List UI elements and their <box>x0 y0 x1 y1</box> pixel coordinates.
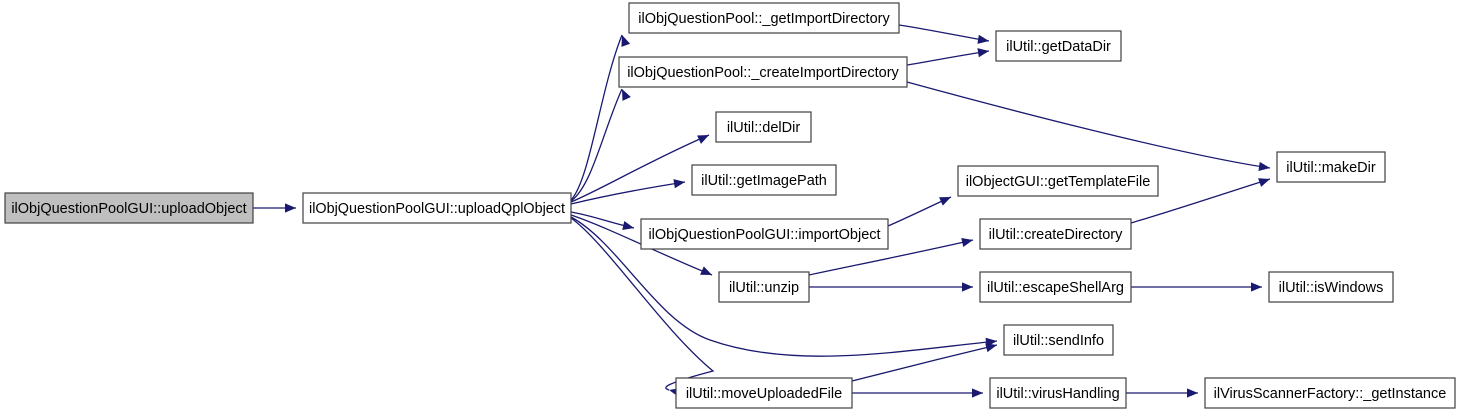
node-box[interactable] <box>1268 271 1394 303</box>
node-box[interactable] <box>640 218 889 250</box>
node-box[interactable] <box>675 377 853 409</box>
edge-arrowhead <box>1258 161 1270 172</box>
node-box[interactable] <box>1204 377 1456 409</box>
edge-arrowhead <box>961 237 973 247</box>
node-label: ilUtil::unzip <box>729 280 799 296</box>
graph-node-n0[interactable]: ilObjQuestionPoolGUI::uploadObject <box>4 192 254 224</box>
call-edge-n11-to-n15 <box>1130 178 1271 224</box>
node-box[interactable] <box>1276 151 1386 183</box>
graph-node-n13[interactable]: ilUtil::sendInfo <box>1003 324 1114 356</box>
node-label: ilObjQuestionPoolGUI::importObject <box>648 227 880 243</box>
edge-arrowhead <box>939 197 951 206</box>
node-label: ilUtil::getDataDir <box>1006 39 1111 55</box>
graph-node-n2[interactable]: ilObjQuestionPool::_getImportDirectory <box>628 2 900 34</box>
call-edge-n2-to-n4 <box>898 24 990 42</box>
call-edge-n1-to-n9 <box>570 217 715 391</box>
node-label: ilObjQuestionPoolGUI::uploadObject <box>11 201 246 217</box>
graph-node-n8[interactable]: ilUtil::unzip <box>718 271 810 303</box>
graph-node-n12[interactable]: ilUtil::escapeShellArg <box>979 271 1132 303</box>
node-label: ilUtil::createDirectory <box>989 227 1123 243</box>
graph-node-n7[interactable]: ilObjQuestionPoolGUI::importObject <box>640 218 889 250</box>
node-label: ilObjQuestionPool::_getImportDirectory <box>638 11 890 27</box>
edge-arrowhead <box>1251 282 1262 292</box>
node-box[interactable] <box>718 271 810 303</box>
arrowheads-layer <box>285 34 1270 398</box>
call-edge-n3-to-n15 <box>906 81 1271 169</box>
call-edge-n1-to-n13 <box>570 216 998 357</box>
call-edge-n1-to-n3 <box>570 88 623 202</box>
node-label: ilObjQuestionPoolGUI::uploadQplObject <box>309 201 565 217</box>
node-box[interactable] <box>302 192 572 224</box>
edge-arrowhead <box>285 203 296 213</box>
node-box[interactable] <box>995 30 1122 62</box>
node-box[interactable] <box>957 165 1159 197</box>
node-box[interactable] <box>628 2 900 34</box>
node-label: ilUtil::moveUploadedFile <box>686 386 842 402</box>
graph-node-n17[interactable]: ilVirusScannerFactory::_getInstance <box>1204 377 1456 409</box>
edge-arrowhead <box>622 89 631 101</box>
edge-arrowhead <box>622 221 634 231</box>
call-edge-n1-to-n2 <box>570 34 623 201</box>
node-box[interactable] <box>1003 324 1114 356</box>
node-label: ilObjQuestionPool::_createImportDirector… <box>627 65 899 81</box>
edge-arrowhead <box>1187 388 1198 398</box>
node-label: ilUtil::escapeShellArg <box>987 280 1124 296</box>
graph-node-n10[interactable]: ilObjectGUI::getTemplateFile <box>957 165 1159 197</box>
node-box[interactable] <box>691 164 837 196</box>
node-box[interactable] <box>989 377 1127 409</box>
node-label: ilUtil::virusHandling <box>996 386 1119 402</box>
node-label: ilUtil::sendInfo <box>1013 333 1104 349</box>
node-box[interactable] <box>618 56 908 88</box>
node-label: ilObjectGUI::getTemplateFile <box>966 174 1151 190</box>
edge-arrowhead <box>697 135 709 144</box>
edge-arrowhead <box>985 343 997 353</box>
call-edge-n1-to-n6 <box>570 181 686 205</box>
node-box[interactable] <box>4 192 254 224</box>
call-edge-n8-to-n11 <box>808 239 974 276</box>
node-label: ilUtil::isWindows <box>1279 280 1384 296</box>
graph-node-n14[interactable]: ilUtil::virusHandling <box>989 377 1127 409</box>
edge-arrowhead <box>700 266 712 275</box>
graph-node-n5[interactable]: ilUtil::delDir <box>715 111 812 143</box>
call-edge-n1-to-n8 <box>570 214 713 276</box>
node-label: ilUtil::getImagePath <box>701 173 827 189</box>
node-label: ilVirusScannerFactory::_getInstance <box>1214 386 1447 402</box>
call-edge-n3-to-n4 <box>906 50 990 66</box>
graph-node-n9[interactable]: ilUtil::moveUploadedFile <box>675 377 853 409</box>
edges-layer <box>253 24 1271 394</box>
node-box[interactable] <box>979 218 1132 250</box>
graph-node-n1[interactable]: ilObjQuestionPoolGUI::uploadQplObject <box>302 192 572 224</box>
edge-arrowhead <box>972 388 983 398</box>
call-edge-n1-to-n5 <box>570 134 710 203</box>
edge-arrowhead <box>1258 178 1270 187</box>
graph-node-n6[interactable]: ilUtil::getImagePath <box>691 164 837 196</box>
node-label: ilUtil::makeDir <box>1286 160 1376 176</box>
edge-arrowhead <box>977 34 989 44</box>
edge-arrowhead <box>673 179 685 189</box>
edge-arrowhead <box>977 48 989 58</box>
call-edge-n9-to-n13 <box>851 344 998 382</box>
graph-node-n15[interactable]: ilUtil::makeDir <box>1276 151 1386 183</box>
node-label: ilUtil::delDir <box>727 120 800 136</box>
node-box[interactable] <box>979 271 1132 303</box>
edge-arrowhead <box>962 282 973 292</box>
graph-node-n4[interactable]: ilUtil::getDataDir <box>995 30 1122 62</box>
graph-node-n16[interactable]: ilUtil::isWindows <box>1268 271 1394 303</box>
graph-node-n3[interactable]: ilObjQuestionPool::_createImportDirector… <box>618 56 908 88</box>
edge-arrowhead <box>621 35 631 47</box>
node-box[interactable] <box>715 111 812 143</box>
graph-node-n11[interactable]: ilUtil::createDirectory <box>979 218 1132 250</box>
